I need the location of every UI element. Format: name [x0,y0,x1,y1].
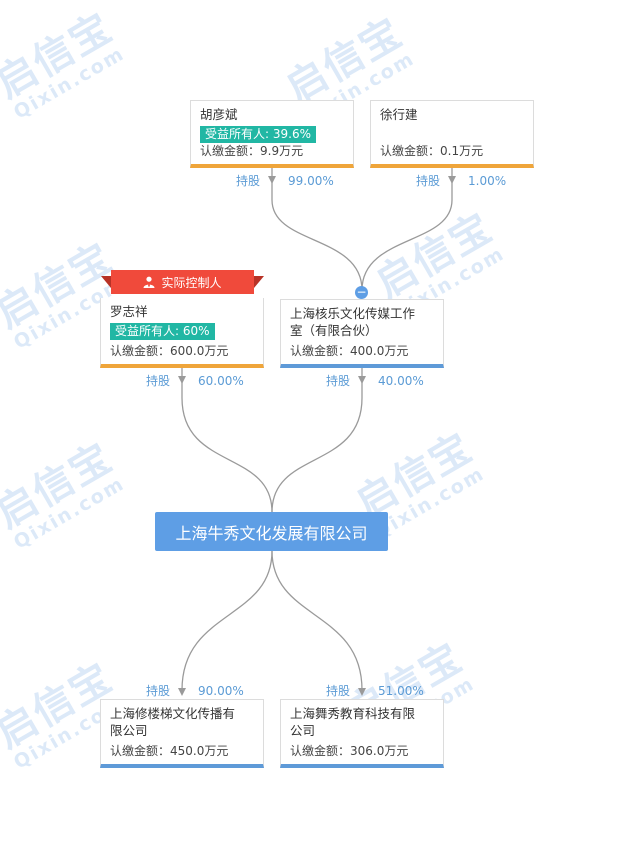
arrow-icon [448,176,456,184]
investee-node-wuxiu[interactable]: 上海舞秀教育科技有限公司 认缴金额：306.0万元 [280,699,444,768]
arrow-icon [178,376,186,384]
shareholder-node-hele[interactable]: 上海核乐文化传媒工作室（有限合伙） 认缴金额：400.0万元 [280,299,444,368]
edge-main-xiulou [181,550,273,691]
subscribed-amount: 认缴金额：0.1万元 [380,144,484,158]
shareholder-node-xu[interactable]: 徐行建 认缴金额：0.1万元 [370,100,534,168]
beneficial-owner-badge: 受益所有人: 60% [110,323,215,340]
subscribed-amount: 认缴金额：9.9万元 [200,144,304,158]
edge-main-wuxiu [271,550,363,691]
minus-circle-icon[interactable]: − [355,285,368,299]
edge-hu-hele [271,168,363,291]
edge-hele-main [271,368,363,513]
node-name: 上海舞秀教育科技有限公司 [290,706,416,738]
person-icon [143,276,155,288]
shareholder-node-hu[interactable]: 胡彦斌 受益所有人: 39.6% 认缴金额：9.9万元 [190,100,354,168]
investee-node-xiulou[interactable]: 上海修楼梯文化传播有限公司 认缴金额：450.0万元 [100,699,264,768]
beneficial-owner-badge: 受益所有人: 39.6% [200,126,316,143]
subscribed-amount: 认缴金额：306.0万元 [290,744,409,758]
arrow-icon [358,376,366,384]
arrow-icon [178,688,186,696]
subscribed-amount: 认缴金额：450.0万元 [110,744,229,758]
arrow-icon [358,688,366,696]
node-name: 徐行建 [380,107,418,122]
actual-controller-tag: 实际控制人 [101,270,264,298]
node-name: 胡彦斌 [200,107,238,122]
node-name: 罗志祥 [110,304,148,319]
subscribed-amount: 认缴金额：600.0万元 [110,344,229,358]
arrow-icon [268,176,276,184]
subscribed-amount: 认缴金额：400.0万元 [290,344,409,358]
main-company-node[interactable]: 上海牛秀文化发展有限公司 [155,512,388,551]
node-name: 上海修楼梯文化传播有限公司 [110,706,236,738]
edge-xu-hele [361,168,453,291]
edge-luo-main [181,368,273,513]
node-name: 上海核乐文化传媒工作室（有限合伙） [290,306,416,338]
shareholder-node-luo[interactable]: 罗志祥 受益所有人: 60% 认缴金额：600.0万元 [100,298,264,368]
